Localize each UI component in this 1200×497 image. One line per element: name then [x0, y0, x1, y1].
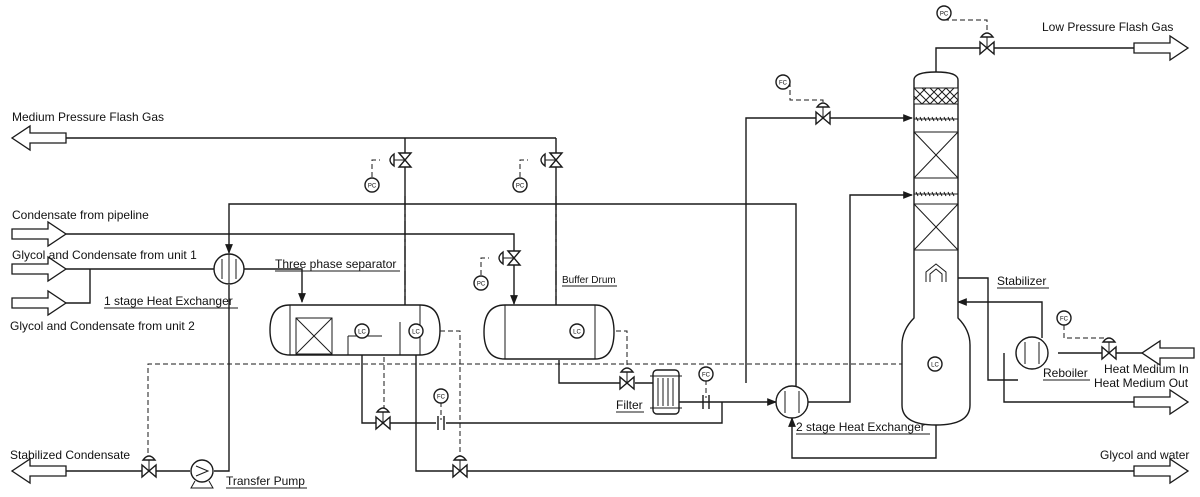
outlet-arrow-heat-medium-out	[1133, 388, 1190, 416]
fc-filter-bubble: FC	[698, 366, 714, 382]
line-hx1-to-pump	[214, 285, 230, 472]
label-transfer-pump: Transfer Pump	[226, 474, 305, 488]
svg-text:FC: FC	[702, 373, 711, 379]
signal-lc-separator-oil	[362, 330, 385, 408]
signal-pc-sep-gas	[371, 159, 380, 185]
svg-text:PC: PC	[940, 12, 949, 18]
valve-overhead	[979, 32, 995, 56]
outlet-arrow-stabilized-condensate	[10, 457, 67, 485]
pc-overhead-bubble: PC	[936, 5, 952, 21]
line-separator-water-out	[415, 355, 1134, 472]
line-hx1-to-separator	[244, 268, 306, 303]
outlet-arrow-glycol-water	[1133, 457, 1190, 485]
lc-separator-oil-bubble: LC	[354, 323, 370, 339]
label-condensate-from-pipeline: Condensate from pipeline	[12, 208, 149, 222]
valve-stabilized-condensate	[141, 455, 157, 479]
label-low-pressure-flash-gas: Low Pressure Flash Gas	[1042, 20, 1173, 34]
label-filter: Filter	[616, 398, 643, 412]
signal-lc-column	[147, 363, 928, 456]
label-hx2: 2 stage Heat Exchanger	[796, 420, 925, 434]
svg-text:PC: PC	[516, 184, 525, 190]
label-three-phase-separator: Three phase separator	[275, 257, 396, 271]
svg-text:FC: FC	[779, 81, 788, 87]
orifice-plate-1	[437, 416, 445, 430]
signal-pc-drum-gas	[519, 159, 528, 185]
fc-column-top-bubble: FC	[775, 74, 791, 90]
label-reboiler: Reboiler	[1043, 366, 1088, 380]
svg-text:LC: LC	[412, 330, 420, 336]
inlet-arrow-unit1	[11, 255, 68, 283]
fc-reboiler-bubble: FC	[1056, 310, 1072, 326]
lc-separator-water-bubble: LC	[408, 323, 424, 339]
valve-separator-water	[452, 455, 468, 479]
heat-exchanger-1	[213, 253, 245, 285]
signal-pc-drum-inlet	[480, 257, 489, 283]
line-hot-return-loop	[225, 203, 797, 402]
orifice-plate-2	[702, 395, 710, 409]
outlet-arrow-medium-pressure-gas	[10, 124, 67, 152]
line-drum-out	[558, 360, 653, 384]
label-stabilizer: Stabilizer	[997, 274, 1046, 288]
svg-text:LC: LC	[358, 330, 366, 336]
label-heat-medium-in: Heat Medium In	[1104, 362, 1189, 376]
outlet-arrow-low-pressure-gas	[1133, 34, 1190, 62]
svg-text:FC: FC	[1060, 317, 1069, 323]
svg-text:PC: PC	[368, 184, 377, 190]
line-unit2-feed	[66, 269, 91, 304]
valve-separator-oil	[375, 407, 391, 431]
label-medium-pressure-flash-gas: Medium Pressure Flash Gas	[12, 110, 164, 124]
line-hx2-to-stabilizer	[808, 191, 913, 403]
signal-pc-overhead	[944, 19, 988, 36]
label-glycol-condensate-unit2: Glycol and Condensate from unit 2	[10, 319, 195, 333]
line-reboiler-return	[957, 298, 1043, 338]
pc-drum-inlet-bubble: PC	[473, 275, 489, 291]
filter	[650, 369, 682, 415]
line-column-bottoms	[788, 417, 937, 459]
line-column-overhead	[935, 47, 1134, 76]
svg-text:FC: FC	[437, 395, 446, 401]
line-column-to-reboiler	[958, 277, 1018, 381]
lc-column-bubble: LC	[927, 356, 943, 372]
label-buffer-drum: Buffer Drum	[562, 275, 616, 286]
line-heat-medium-out	[1003, 353, 1134, 403]
inlet-arrow-heat-medium-in	[1140, 339, 1195, 367]
valve-heat-medium	[1101, 337, 1117, 361]
svg-text:LC: LC	[931, 363, 939, 369]
lc-drum-bubble: LC	[569, 323, 585, 339]
pc-drum-gas-bubble: PC	[512, 177, 528, 193]
signal-fc-reboiler	[1063, 325, 1110, 341]
label-heat-medium-out: Heat Medium Out	[1094, 376, 1189, 390]
stabilizer-column	[901, 71, 971, 426]
line-column-top-feed	[745, 118, 912, 383]
signal-fc-column-top	[789, 82, 824, 106]
valve-drum-gas	[540, 152, 564, 168]
inlet-arrow-condensate-pipeline	[11, 220, 68, 248]
valve-drum-inlet	[498, 250, 522, 266]
valve-separator-gas	[389, 152, 413, 168]
inlet-arrow-unit2	[11, 289, 68, 317]
fc-separator-line-bubble: FC	[433, 388, 449, 404]
svg-text:LC: LC	[573, 330, 581, 336]
line-separator-oil-out	[361, 355, 723, 424]
valve-drum-outlet	[619, 367, 635, 391]
pc-separator-gas-bubble: PC	[364, 177, 380, 193]
valve-column-top	[815, 102, 831, 126]
label-glycol-condensate-unit1: Glycol and Condensate from unit 1	[12, 248, 197, 262]
svg-text:PC: PC	[477, 282, 486, 288]
buffer-drum	[483, 304, 615, 360]
line-condensate-pipeline	[66, 233, 518, 305]
heat-exchanger-2	[775, 385, 809, 419]
reboiler	[1015, 336, 1049, 370]
signal-lc-drum	[584, 330, 628, 368]
transfer-pump	[190, 459, 214, 489]
label-stabilized-condensate: Stabilized Condensate	[10, 448, 130, 462]
label-hx1: 1 stage Heat Exchanger	[104, 294, 233, 308]
label-glycol-and-water: Glycol and water	[1100, 448, 1189, 462]
